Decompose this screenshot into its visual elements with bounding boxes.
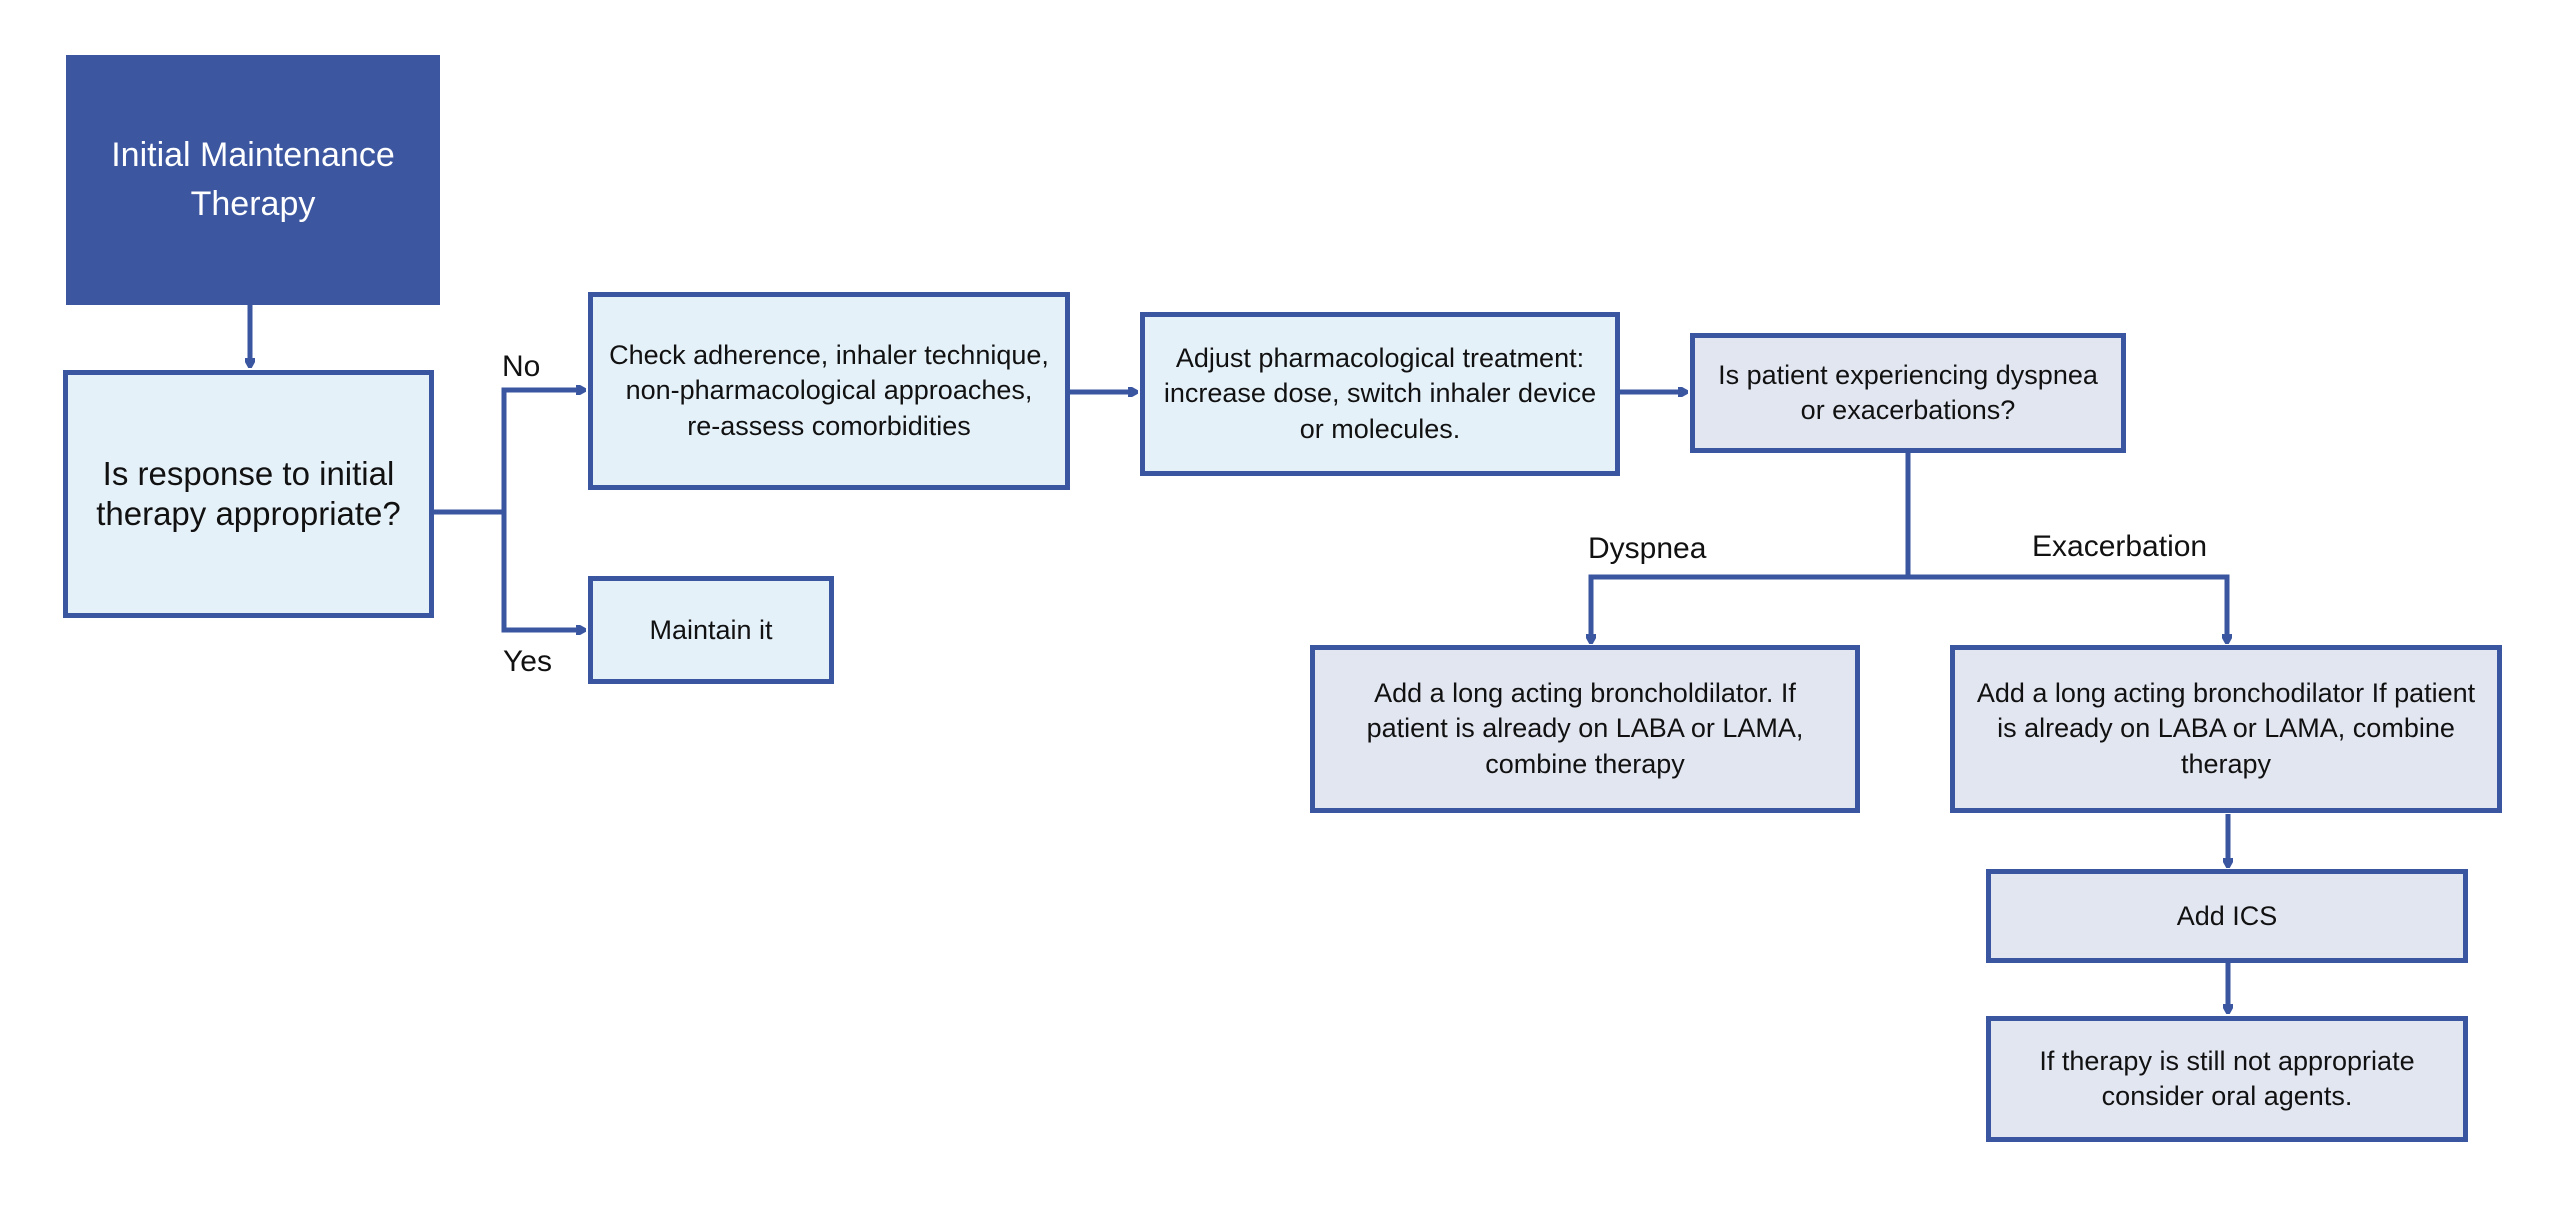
add-ics-node: Add ICS [1986,869,2468,963]
maintain-text: Maintain it [649,614,773,645]
response-question-text: Is response to initial therapy appropria… [96,455,401,532]
check-adherence-text: Check adherence, inhaler technique, non-… [609,340,1049,441]
edge-label-no: No [502,350,541,383]
dyspnea-action-node: Add a long acting broncholdilator. If pa… [1310,645,1860,813]
oral-agents-node: If therapy is still not appropriate cons… [1986,1016,2468,1142]
exacerbation-action-node: Add a long acting bronchodilator If pati… [1950,645,2502,813]
arrow-to-exac-action [1908,574,2227,642]
connector-response-split [434,390,584,515]
response-question-node: Is response to initial therapy appropria… [63,370,434,618]
maintain-node: Maintain it [588,576,834,684]
check-adherence-node: Check adherence, inhaler technique, non-… [588,292,1070,490]
exacerbation-action-text: Add a long acting bronchodilator If pati… [1976,678,2476,779]
adjust-treatment-text: Adjust pharmacological treatment: increa… [1163,343,1597,444]
arrow-to-dyspnea-action [1591,574,1908,642]
edge-label-yes: Yes [503,645,552,678]
initial-therapy-node: Initial Maintenance Therapy [66,55,440,305]
initial-therapy-text: Initial Maintenance Therapy [111,135,395,223]
adjust-treatment-node: Adjust pharmacological treatment: increa… [1140,312,1620,476]
dyspnea-action-text: Add a long acting broncholdilator. If pa… [1366,678,1804,779]
edge-label-exacerbation: Exacerbation [2032,530,2208,563]
edge-label-dyspnea: Dyspnea [1588,532,1707,565]
add-ics-text: Add ICS [2176,900,2278,931]
arrow-yes-to-maintain [501,512,584,630]
dyspnea-exacerbation-question-node: Is patient experiencing dyspnea or exace… [1690,333,2126,453]
dyspnea-exacerbation-question-text: Is patient experiencing dyspnea or exace… [1718,359,2098,425]
oral-agents-text: If therapy is still not appropriate cons… [2039,1045,2415,1111]
